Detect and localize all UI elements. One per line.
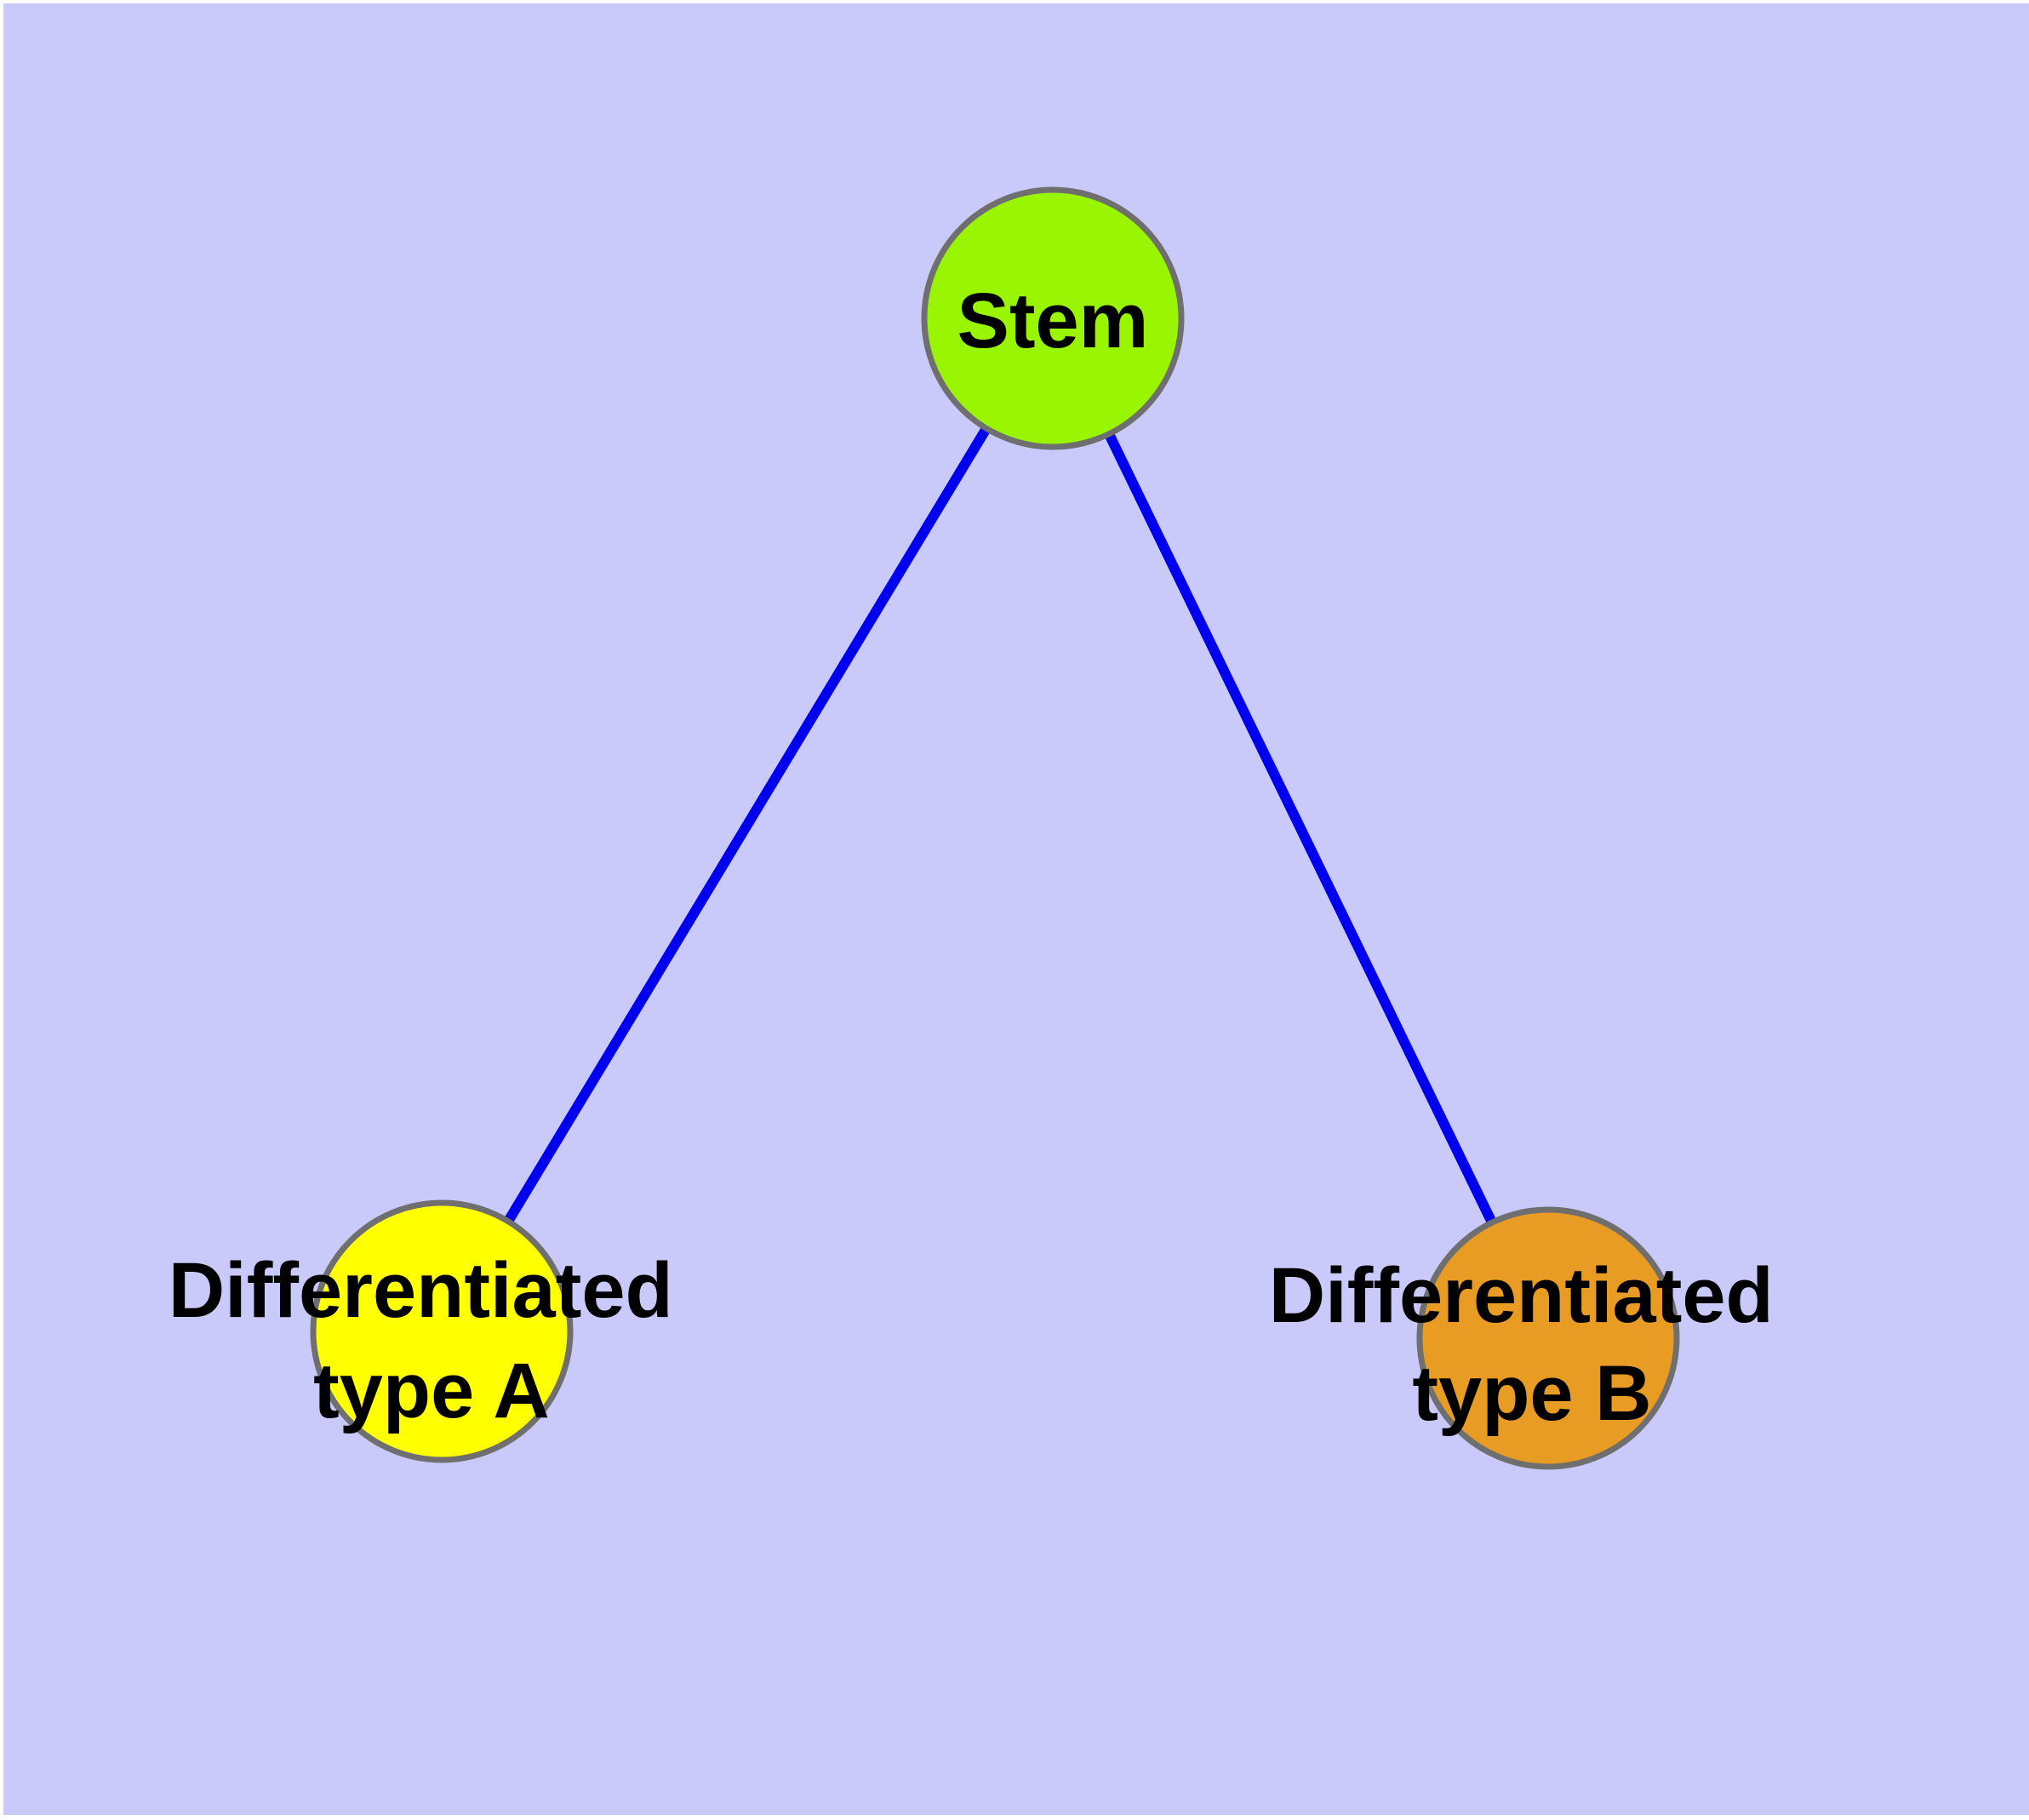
node-type-b-label: Differentiated type B — [1269, 1252, 1796, 1437]
edge-stem-to-type-b — [1048, 316, 1553, 1341]
edge-stem-to-type-a — [437, 315, 1058, 1335]
node-type-b-label-line2: type B — [1412, 1350, 1651, 1437]
node-type-b-circle — [1416, 1206, 1680, 1470]
node-type-a-label-line2: type A — [313, 1348, 550, 1434]
node-stem-circle — [921, 186, 1185, 450]
node-type-a-label-line1: Differentiated — [169, 1247, 673, 1334]
node-stem-label: Stem — [957, 278, 1149, 364]
node-type-a-label: Differentiated type A — [169, 1247, 695, 1434]
node-type-a-circle — [310, 1199, 574, 1463]
node-type-b-label-line1: Differentiated — [1269, 1252, 1774, 1339]
